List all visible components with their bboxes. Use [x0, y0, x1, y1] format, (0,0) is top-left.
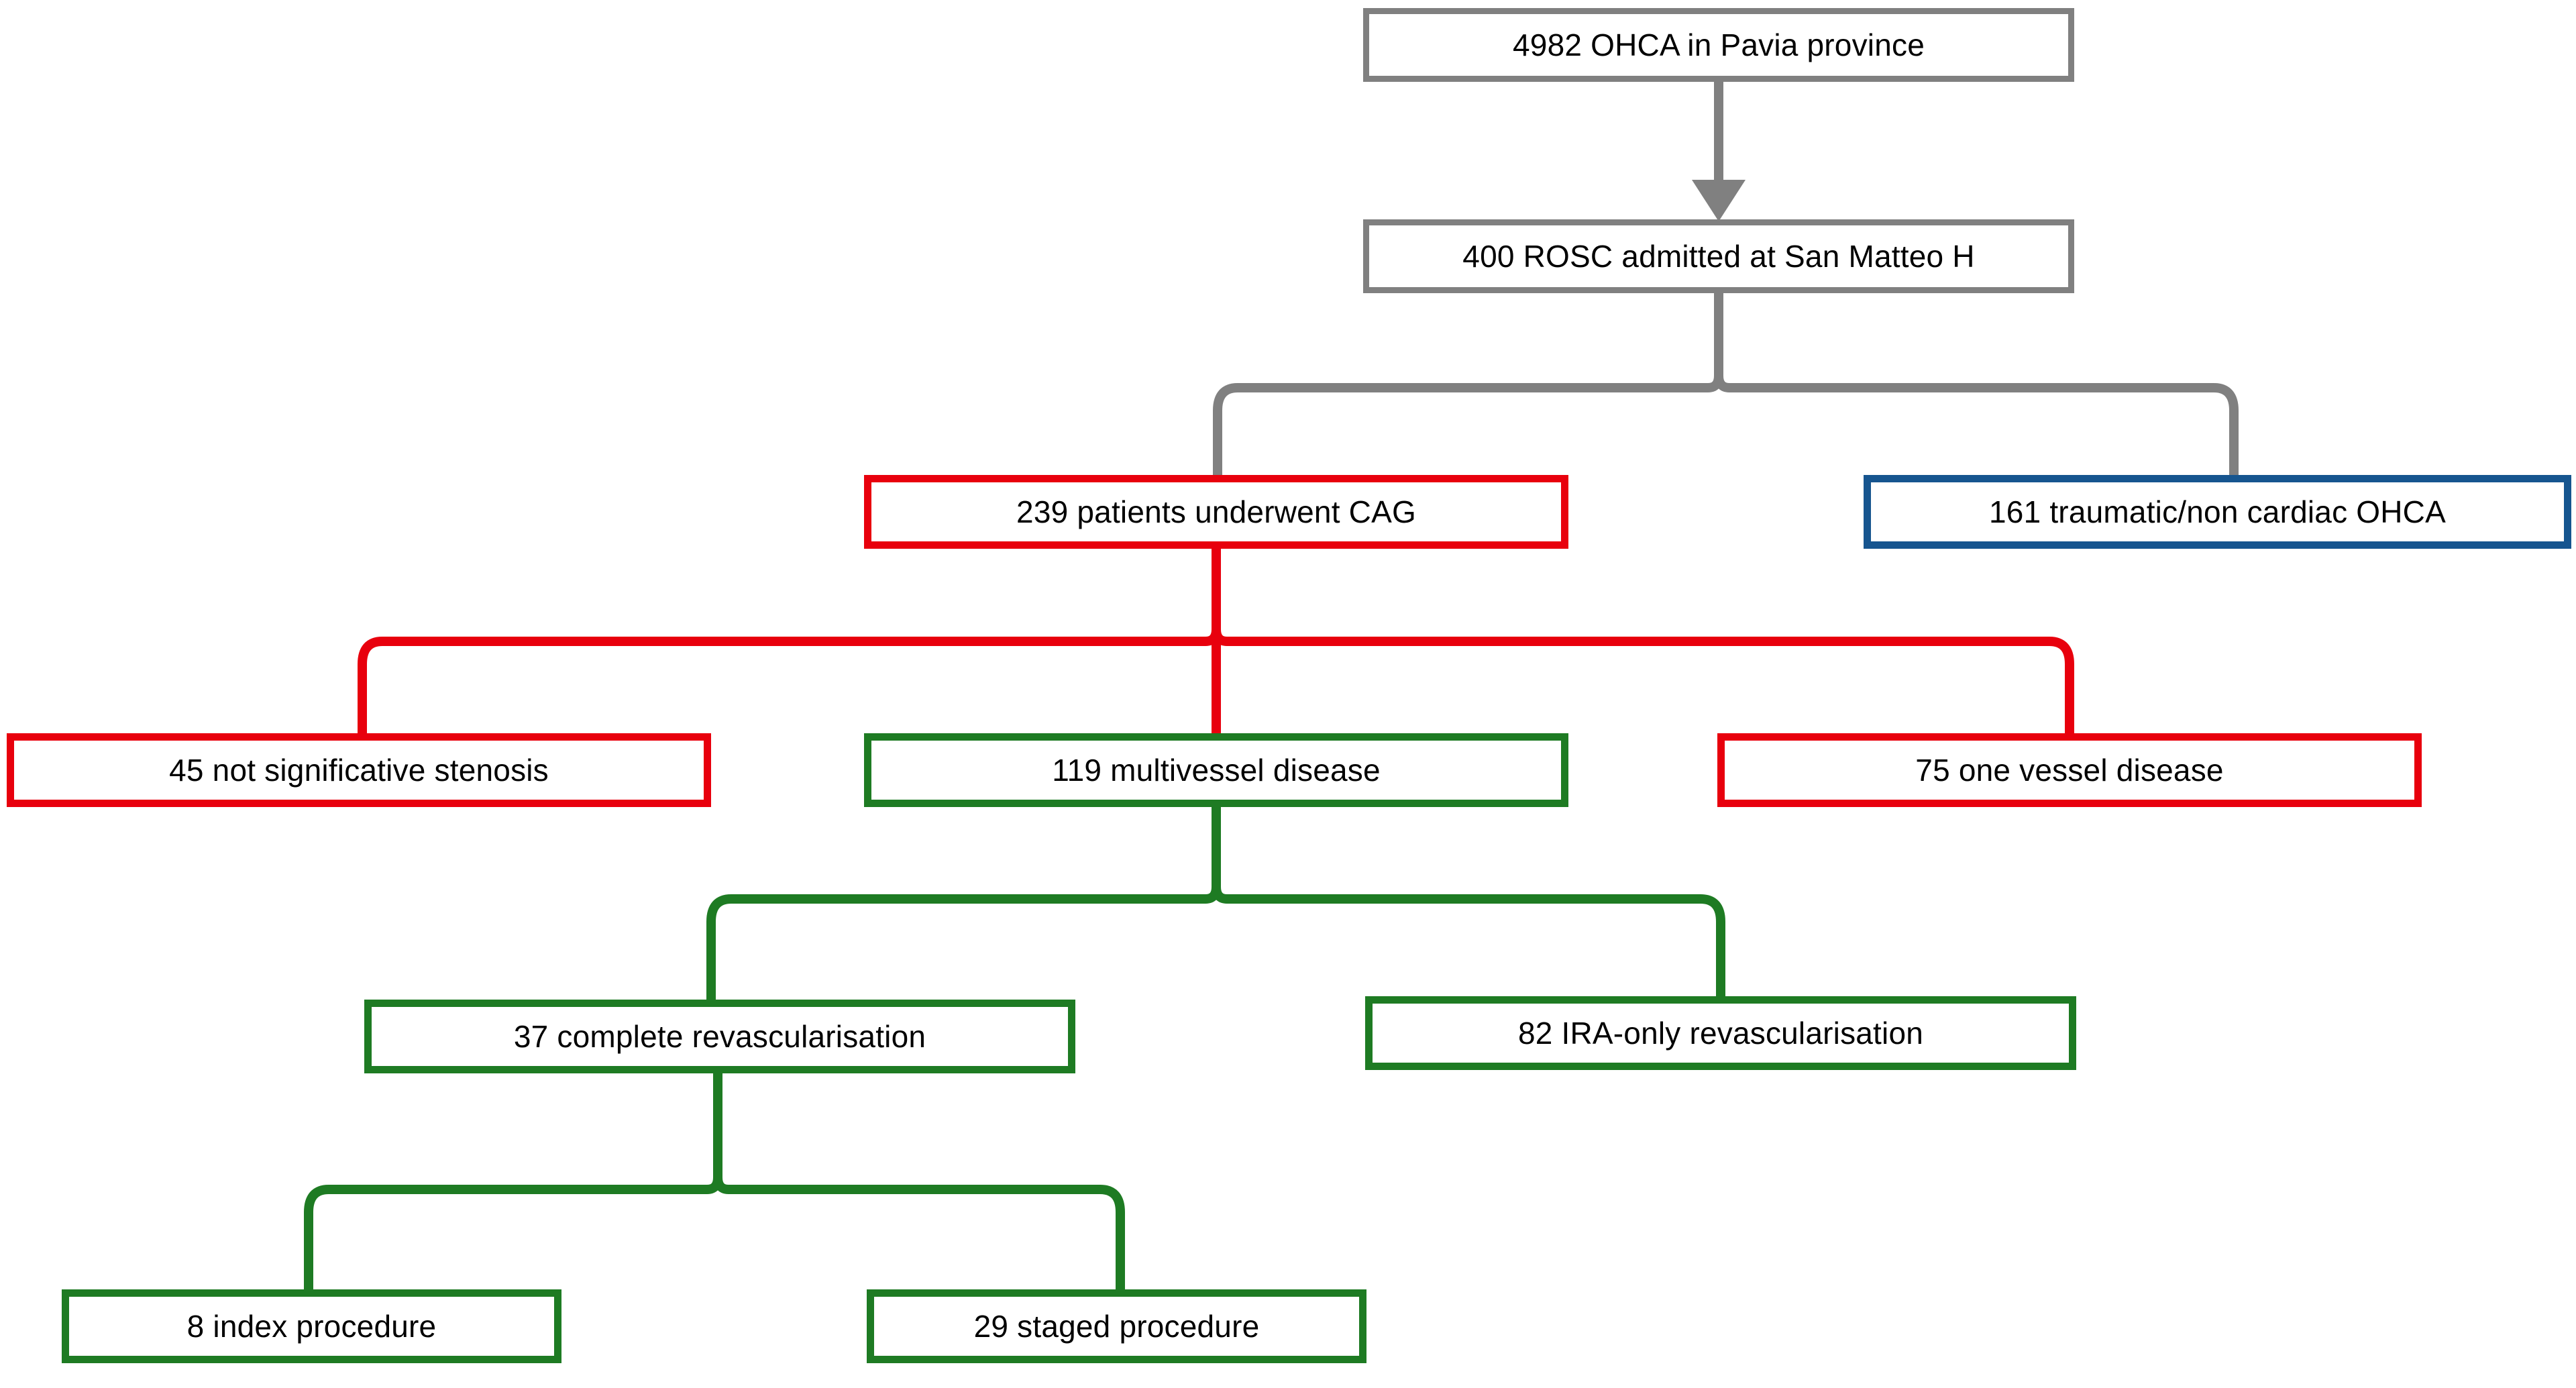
node-label: 8 index procedure [186, 1308, 437, 1344]
node-underwent-cag: 239 patients underwent CAG [864, 475, 1568, 549]
node-label: 82 IRA-only revascularisation [1517, 1015, 1924, 1051]
node-label: 161 traumatic/non cardiac OHCA [1989, 494, 2446, 529]
node-multivessel-disease: 119 multivessel disease [864, 733, 1568, 807]
node-one-vessel-disease: 75 one vessel disease [1717, 733, 2422, 807]
node-rosc-admitted: 400 ROSC admitted at San Matteo H [1363, 219, 2074, 293]
brace-multivessel-split [706, 807, 1725, 1000]
brace-rosc-split [1213, 293, 2239, 475]
node-label: 29 staged procedure [973, 1308, 1260, 1344]
node-label: 119 multivessel disease [1052, 752, 1381, 788]
brace-cag-split [358, 549, 2074, 733]
node-traumatic-non-cardiac: 161 traumatic/non cardiac OHCA [1864, 475, 2571, 549]
node-label: 239 patients underwent CAG [1016, 494, 1416, 529]
node-ira-only-revascularisation: 82 IRA-only revascularisation [1365, 996, 2076, 1070]
node-ohca-total: 4982 OHCA in Pavia province [1363, 8, 2074, 82]
node-not-significative-stenosis: 45 not significative stenosis [7, 733, 711, 807]
arrow-total-to-rosc [1692, 82, 1746, 221]
node-label: 4982 OHCA in Pavia province [1513, 27, 1925, 62]
node-label: 45 not significative stenosis [169, 752, 549, 788]
brace-complete-split [304, 1073, 1125, 1289]
node-label: 400 ROSC admitted at San Matteo H [1462, 238, 1975, 274]
node-label: 37 complete revascularisation [513, 1018, 926, 1054]
node-complete-revascularisation: 37 complete revascularisation [364, 1000, 1075, 1073]
node-label: 75 one vessel disease [1915, 752, 2224, 788]
node-index-procedure: 8 index procedure [62, 1289, 561, 1363]
node-staged-procedure: 29 staged procedure [867, 1289, 1366, 1363]
